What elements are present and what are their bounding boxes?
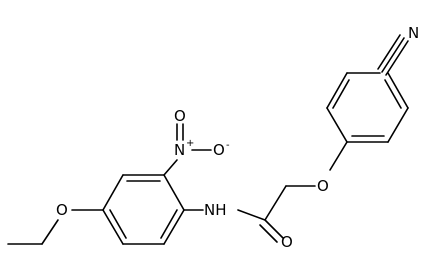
nitrile-triple-bond-3 [385,40,409,76]
ether-o-to-ethyl [41,219,59,245]
nitrile-n-label: N [408,24,419,42]
ring2-bond-3 [102,174,124,211]
ring2-double-3 [160,209,178,239]
carbonyl-double-2 [259,224,278,243]
ch2-to-carbonyl [264,185,287,221]
ring2-bond-1 [163,174,185,211]
amide-nh-label: NH [204,201,227,219]
ring2-bond-4 [102,209,124,245]
ring1-double-3 [384,79,402,109]
nitrile-triple-bond-1 [381,37,405,73]
ring2-bond-6 [163,209,185,245]
ring1-bond-6 [387,72,409,109]
nitro-o-right-charge: - [226,140,230,151]
ring1-bond-2 [326,72,348,109]
nitrile-triple-bond-2 [377,34,401,70]
ring2-to-nitro-n [163,159,178,176]
ring1-bond-3 [326,107,348,143]
ring1-to-ether-o [329,141,348,171]
carbonyl-double-1 [264,219,284,239]
bonds [7,34,409,245]
amide-o-label: O [281,233,293,251]
nitro-o-right-label: O [213,141,225,159]
nitro-n-charge: + [186,138,194,149]
ring1-double-1 [332,79,350,109]
carbonyl-to-nh [237,209,266,221]
ether-o-left-label: O [56,201,68,219]
ring1-bond-5 [387,107,409,143]
nitro-n-label: N [174,141,185,159]
nitro-o-top-label: O [174,107,186,125]
ether-o-right-label: O [317,177,329,195]
atom-labels: N O O NH N + O O - O [56,24,419,251]
ring2-double-2 [109,209,127,239]
